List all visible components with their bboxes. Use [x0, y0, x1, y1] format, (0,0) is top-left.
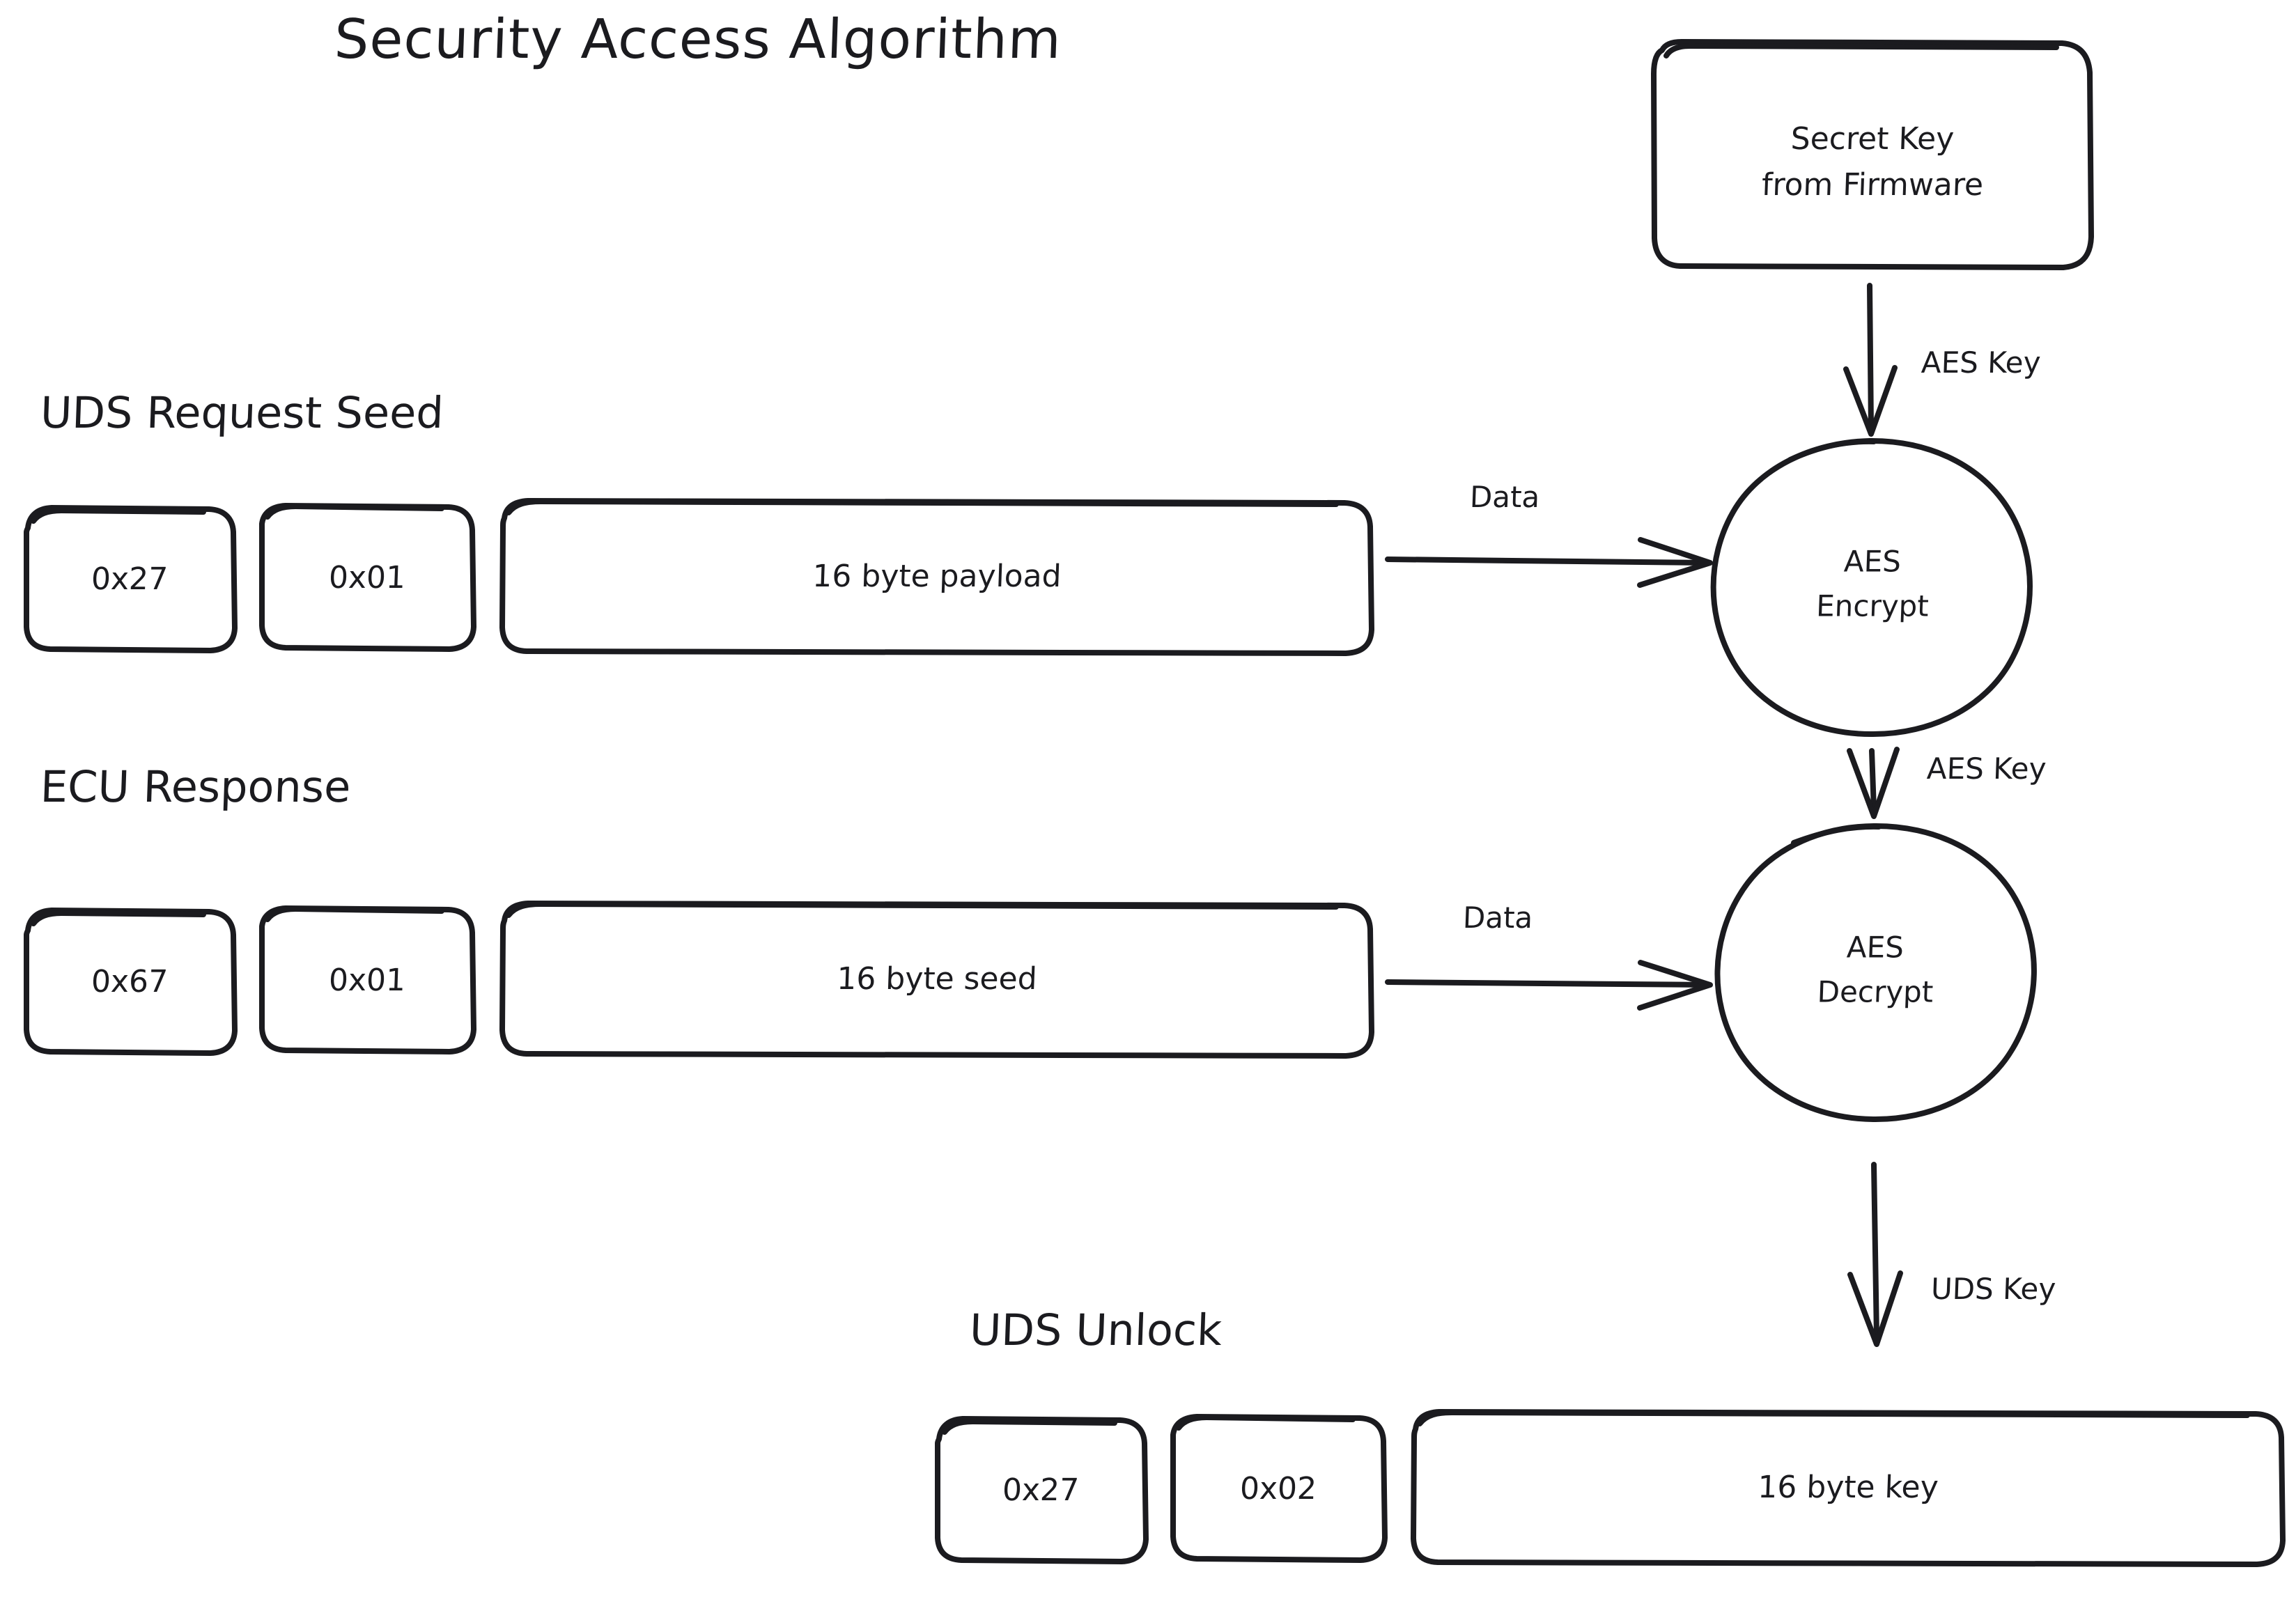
request-seed-subfunction-box-shape[interactable]: [259, 503, 476, 652]
ecu-response-subfunction-box-shape[interactable]: [259, 905, 476, 1054]
edge-ecu-response-to-aes-decrypt: [1385, 960, 1713, 1011]
aes-decrypt-node-shape[interactable]: [1714, 823, 2037, 1123]
uds-unlock-subfunction-box-shape[interactable]: [1170, 1414, 1388, 1563]
uds-unlock-payload-box-shape[interactable]: [1411, 1409, 2286, 1567]
secret-key-node-shape[interactable]: [1651, 39, 2094, 270]
ecu-response-payload-box-shape[interactable]: [499, 901, 1374, 1059]
aes-encrypt-node-shape[interactable]: [1710, 437, 2033, 738]
ecu-response-sid-box-shape[interactable]: [24, 908, 238, 1056]
edge-secret-key-to-aes-encrypt: [1843, 283, 1898, 437]
request-seed-payload-box-shape[interactable]: [499, 498, 1374, 656]
edge-aes-encrypt-to-aes-decrypt: [1847, 747, 1900, 819]
uds-unlock-sid-box-shape[interactable]: [935, 1416, 1149, 1564]
request-seed-sid-box-shape[interactable]: [24, 505, 238, 653]
edge-aes-decrypt-to-uds-unlock: [1847, 1162, 1903, 1347]
edge-request-seed-to-aes-encrypt: [1385, 537, 1713, 588]
